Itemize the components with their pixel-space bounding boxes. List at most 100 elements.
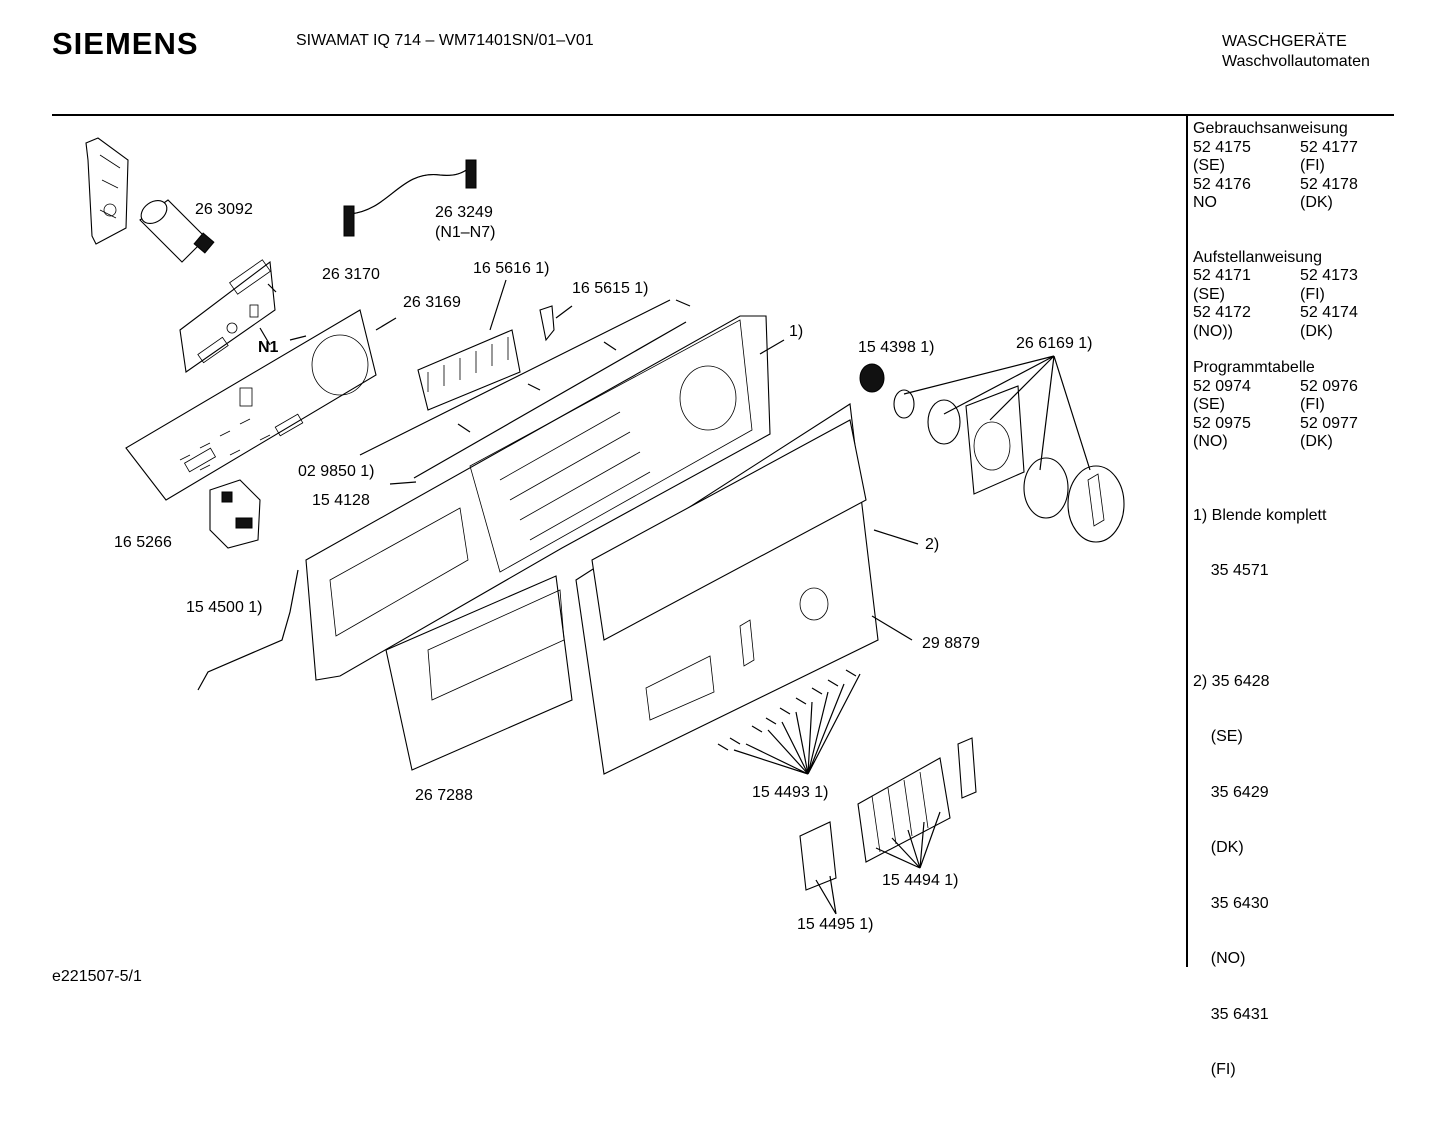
doc-country: (NO)) xyxy=(1193,322,1233,340)
category-line2: Waschvollautomaten xyxy=(1222,53,1370,70)
label-266169: 26 6169 1) xyxy=(1016,335,1093,352)
doc-number: 52 0976 xyxy=(1300,377,1358,395)
doc-row: (SE) (FI) xyxy=(1193,157,1358,176)
sidebar-rule xyxy=(1186,116,1188,967)
doc-country: (FI) xyxy=(1300,396,1325,413)
category-line1: WASCHGERÄTE xyxy=(1222,33,1347,50)
doc-number: 52 4173 xyxy=(1300,267,1358,284)
note-line: (NO) xyxy=(1193,950,1246,967)
label-267288: 26 7288 xyxy=(415,787,473,804)
label-165616: 16 5616 1) xyxy=(473,260,550,277)
doc-country: (DK) xyxy=(1300,322,1333,340)
doc-row: NO (DK) xyxy=(1193,194,1358,213)
exploded-view-diagram xyxy=(85,137,1125,915)
leader-lines xyxy=(259,279,1091,915)
model-title: SIWAMAT IQ 714 – WM71401SN/01–V01 xyxy=(296,32,594,49)
doc-country: (NO) xyxy=(1193,433,1228,450)
label-263092: 26 3092 xyxy=(195,201,253,218)
note-line: (FI) xyxy=(1193,1061,1236,1078)
panel-frame xyxy=(305,315,771,681)
program-knob-cap xyxy=(859,363,885,393)
category: WASCHGERÄTE Waschvollautomaten xyxy=(1222,32,1370,72)
label-165615: 16 5615 1) xyxy=(572,280,649,297)
doc-row: 52 4171 52 4173 xyxy=(1193,267,1358,286)
doc-number: 52 4171 xyxy=(1193,267,1251,284)
push-buttons xyxy=(857,737,977,863)
label-154128: 15 4128 xyxy=(312,492,370,509)
doc-country: (FI) xyxy=(1300,157,1325,174)
control-board-small xyxy=(179,259,276,373)
doc-country: (SE) xyxy=(1193,157,1225,174)
doc-row: (SE) (FI) xyxy=(1193,396,1358,415)
label-298879: 29 8879 xyxy=(922,635,980,652)
doc-row: 52 0975 52 0977 xyxy=(1193,415,1358,434)
doc-country: (SE) xyxy=(1193,396,1225,413)
section-gebrauchsanweisung: Gebrauchsanweisung 52 4175 52 4177 (SE) (F… xyxy=(1193,120,1358,213)
doc-number: 52 4177 xyxy=(1300,138,1358,156)
label-n1: N1 xyxy=(258,339,279,356)
doc-country: (DK) xyxy=(1300,194,1333,211)
doc-number: 52 4176 xyxy=(1193,175,1251,193)
section-title: Gebrauchsanweisung xyxy=(1193,120,1348,137)
push-rod xyxy=(413,321,687,479)
label-029850: 02 9850 1) xyxy=(298,463,375,480)
doc-country: (SE) xyxy=(1193,285,1225,303)
label-263249-sub: (N1–N7) xyxy=(435,224,496,241)
doc-number: 52 4172 xyxy=(1193,304,1251,321)
note-line: 35 6429 xyxy=(1193,783,1269,801)
wire-bracket xyxy=(197,569,299,691)
knob-assembly xyxy=(893,385,1125,543)
note-line: (DK) xyxy=(1193,839,1244,856)
single-button xyxy=(799,821,837,891)
sidebar: Gebrauchsanweisung 52 4175 52 4177 (SE) (F… xyxy=(1193,120,1358,1135)
label-263170: 26 3170 xyxy=(322,266,380,283)
ribbon-cable xyxy=(343,159,477,237)
label-154398: 15 4398 1) xyxy=(858,339,935,356)
label-154495: 15 4495 1) xyxy=(797,916,874,933)
note-line: 35 6431 xyxy=(1193,1005,1269,1023)
doc-row: 52 4175 52 4177 xyxy=(1193,139,1358,158)
brand-logo: SIEMENS xyxy=(52,26,199,61)
header-rule xyxy=(52,114,1394,116)
note-line: 35 4571 xyxy=(1193,562,1269,579)
doc-country: (DK) xyxy=(1300,433,1333,450)
label-1: 1) xyxy=(789,323,804,340)
drawer-flap xyxy=(385,575,573,771)
note-line: 2) 35 6428 xyxy=(1193,672,1270,690)
doc-country: NO xyxy=(1193,194,1217,211)
contact-clip xyxy=(539,305,555,342)
note-line: 1) Blende komplett xyxy=(1193,506,1327,524)
doc-row: 52 0974 52 0976 xyxy=(1193,378,1358,397)
button-springs xyxy=(717,669,857,751)
label-154494: 15 4494 1) xyxy=(882,872,959,889)
capacitor xyxy=(139,199,215,263)
contact-strip xyxy=(417,329,521,411)
doc-number: 52 0974 xyxy=(1193,377,1251,395)
doc-row: 52 4172 52 4174 xyxy=(1193,304,1358,323)
label-263169: 26 3169 xyxy=(403,294,461,311)
note-variants: 2) 35 6428 (SE) 35 6429 (DK) 35 6430 (NO… xyxy=(1193,636,1358,1117)
label-165266: 16 5266 xyxy=(114,534,172,551)
spring-set-upper xyxy=(457,299,691,433)
mounting-bracket xyxy=(85,137,129,245)
doc-number: 52 0977 xyxy=(1300,414,1358,432)
label-154493: 15 4493 1) xyxy=(752,784,829,801)
doc-country: (FI) xyxy=(1300,285,1325,303)
label-263249: 26 3249 xyxy=(435,204,493,221)
control-board-main xyxy=(125,309,377,501)
section-title: Programmtabelle xyxy=(1193,359,1315,376)
doc-row: (NO) (DK) xyxy=(1193,433,1358,452)
panel-overlay xyxy=(591,419,867,641)
doc-row: (NO)) (DK) xyxy=(1193,323,1358,342)
doc-number: 52 4174 xyxy=(1300,304,1358,321)
note-blende: 1) Blende komplett 35 4571 xyxy=(1193,470,1358,618)
doc-number: 52 4175 xyxy=(1193,138,1251,156)
doc-number: 52 0975 xyxy=(1193,414,1251,432)
doc-row: (SE) (FI) xyxy=(1193,286,1358,305)
leader-line xyxy=(359,299,671,456)
note-line: 35 6430 xyxy=(1193,894,1269,912)
relay-block xyxy=(209,479,261,549)
